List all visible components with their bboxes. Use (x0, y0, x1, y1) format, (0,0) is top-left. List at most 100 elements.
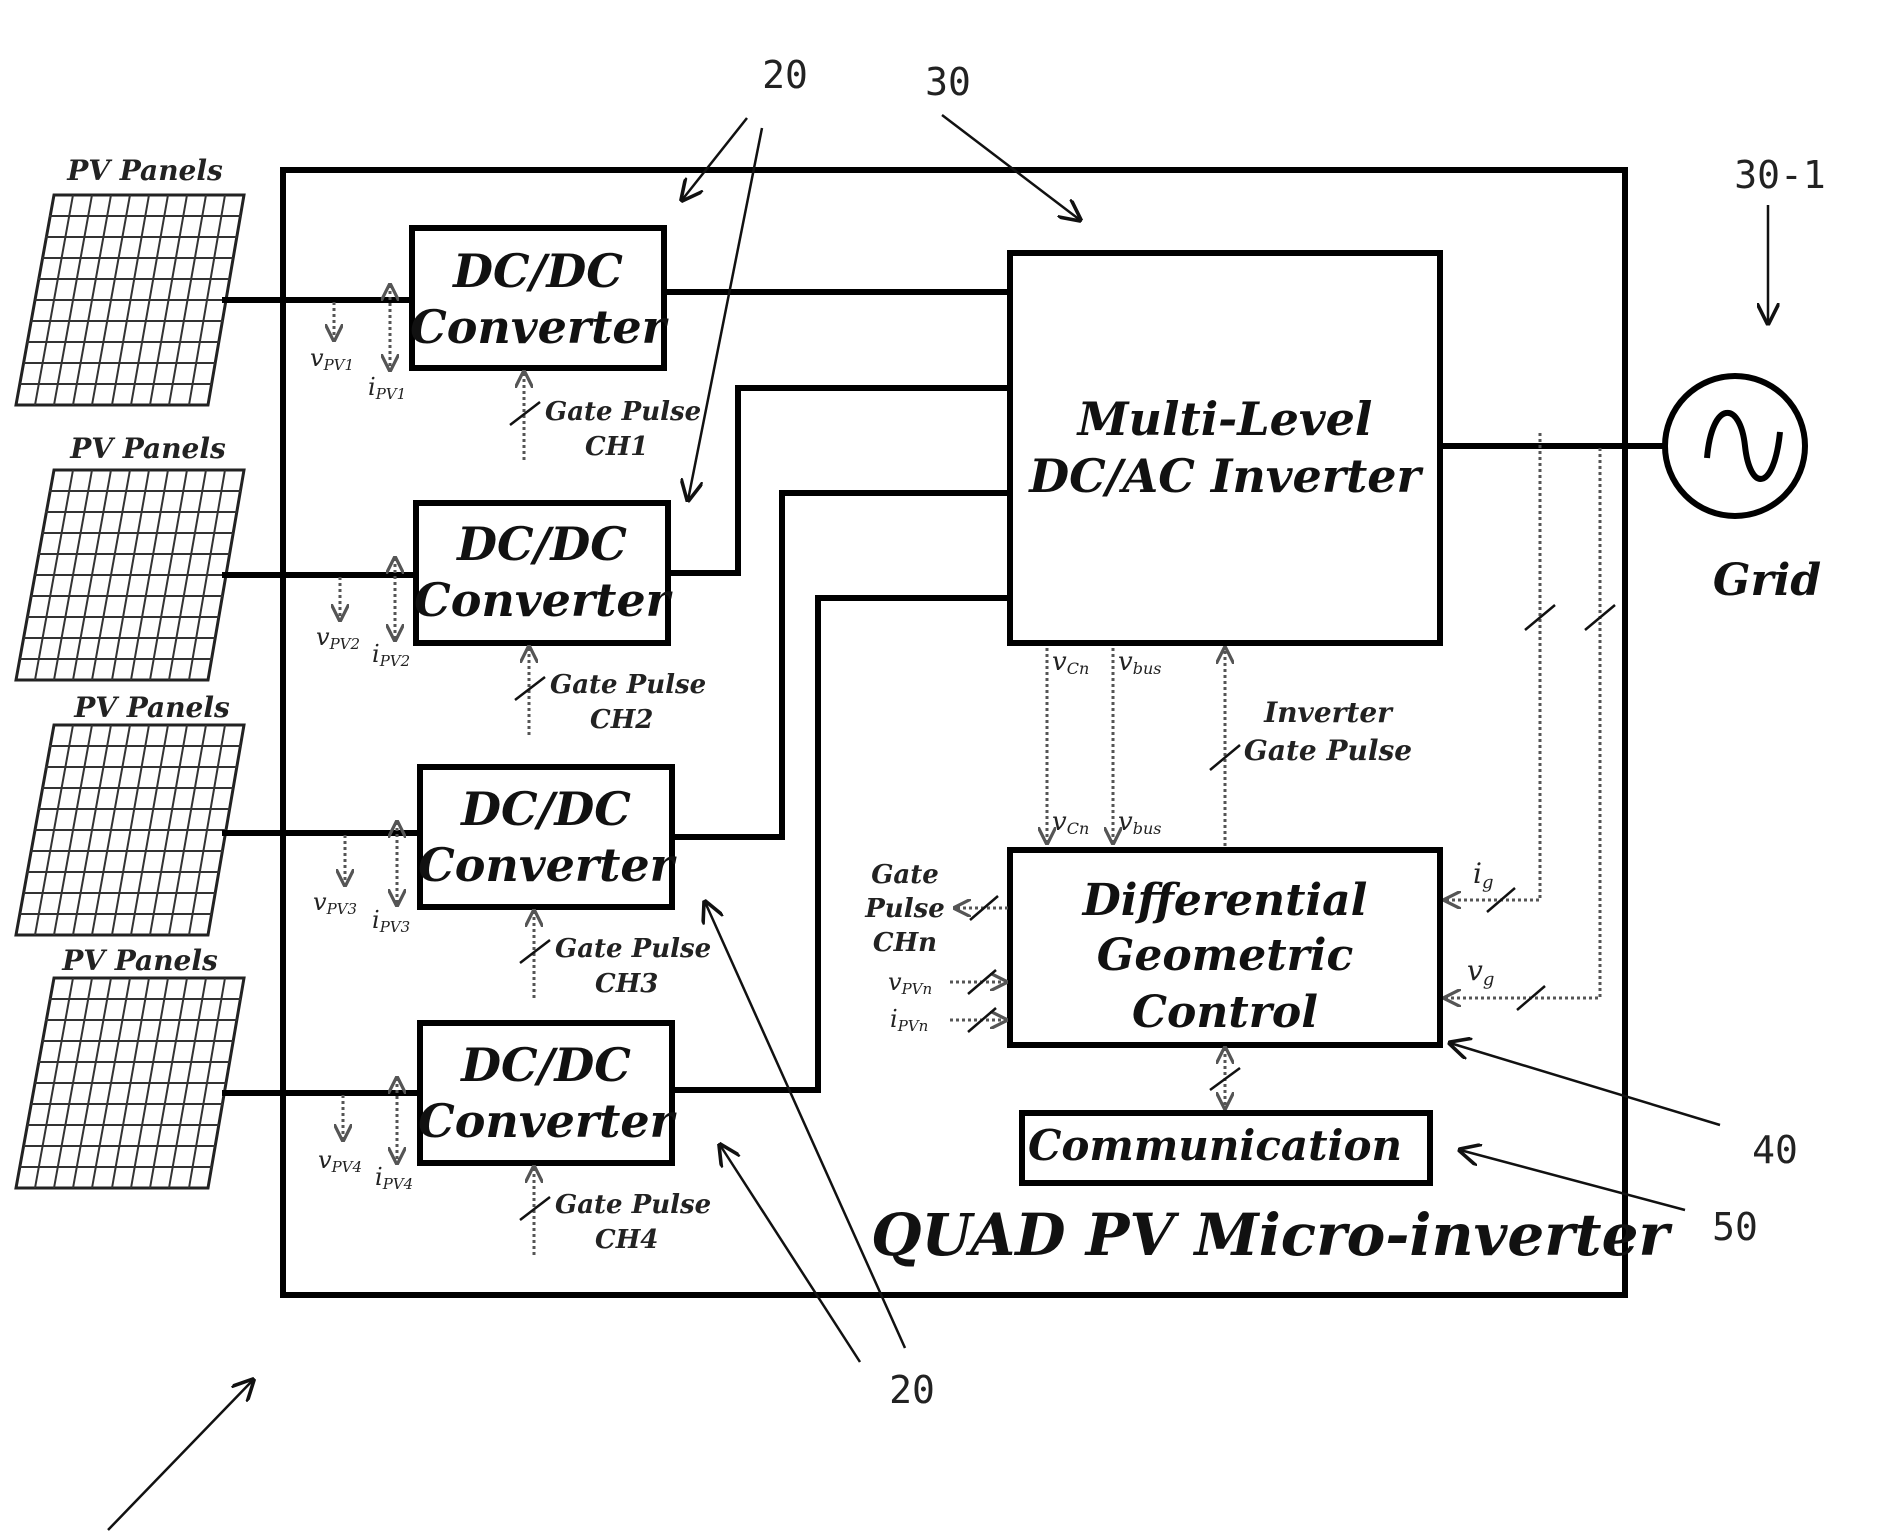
ref-40: 40 (1752, 1128, 1798, 1172)
gate-pulse-ch4-channel: CH4 (595, 1225, 658, 1255)
dcdc-converter-2: DC/DC Converter (414, 503, 673, 643)
panel-grid-lines (20, 195, 241, 405)
svg-text:Converter: Converter (414, 573, 673, 627)
svg-text:vPV1: vPV1 (310, 344, 354, 374)
svg-text:Differential: Differential (1081, 875, 1368, 926)
svg-text:vPV3: vPV3 (313, 888, 357, 918)
gate-chn-label-1: Gate (871, 860, 939, 890)
ipv2-label: iPV2 (372, 640, 410, 670)
svg-text:DC/AC Inverter: DC/AC Inverter (1027, 449, 1424, 503)
gate-pulse-ch3-arrow (520, 911, 550, 998)
system-pointer-arrow (108, 1380, 253, 1530)
svg-text:Control: Control (1132, 987, 1318, 1038)
inverter-gate-label-1: Inverter (1263, 696, 1394, 729)
grid-label: Grid (1713, 555, 1821, 606)
ipv3-label: iPV3 (372, 906, 410, 936)
vpv4-label: vPV4 (318, 1146, 362, 1176)
gate-pulse-ch1-label: Gate Pulse (545, 397, 701, 427)
svg-text:Geometric: Geometric (1097, 930, 1354, 981)
grid-source (1665, 376, 1805, 516)
svg-text:iPV1: iPV1 (368, 373, 406, 403)
gate-pulse-ch2-arrow (515, 647, 545, 735)
svg-text:iPVn: iPVn (890, 1005, 928, 1035)
panel-grid-lines (20, 470, 241, 680)
svg-text:Multi-Level: Multi-Level (1076, 392, 1373, 446)
ipvn-label: iPVn (890, 1005, 928, 1035)
svg-text:DC/DC: DC/DC (455, 517, 627, 571)
vpvn-input-line (950, 970, 1006, 994)
svg-text:iPV3: iPV3 (372, 906, 410, 936)
pv-panel-1 (16, 195, 244, 405)
pv-panels-label-3: PV Panels (73, 691, 230, 724)
ref-30-1: 30-1 (1734, 153, 1826, 197)
ref-20-bottom-arrow-b (720, 1145, 860, 1362)
vpv2-label: vPV2 (316, 623, 360, 653)
svg-text:Converter: Converter (418, 1094, 677, 1148)
pv-panel-4 (16, 978, 244, 1188)
ref-20-top-arrow-b (688, 128, 762, 500)
vpvn-label: vPVn (888, 968, 932, 998)
vpv1-label: vPV1 (310, 344, 354, 374)
svg-text:Communication: Communication (1028, 1121, 1402, 1170)
pv-panel-3 (16, 725, 244, 935)
pv-panels-label-1: PV Panels (66, 154, 223, 187)
gate-pulse-ch3-channel: CH3 (595, 969, 658, 999)
vbus-bottom-label: vbus (1118, 807, 1161, 838)
gate-pulse-ch4-label: Gate Pulse (555, 1190, 711, 1220)
svg-text:DC/DC: DC/DC (451, 244, 623, 298)
ipvn-input-line (950, 1008, 1006, 1032)
vbus-top-label: vbus (1118, 647, 1161, 678)
ref-20-bottom-arrow-a (705, 902, 905, 1348)
dc-link-3 (672, 493, 1010, 837)
gate-chn-label-3: CHn (873, 928, 937, 958)
pv-panel-2 (16, 470, 244, 680)
svg-text:Converter: Converter (410, 300, 669, 354)
ipv4-label: iPV4 (375, 1163, 413, 1193)
svg-text:vbus: vbus (1118, 647, 1161, 678)
svg-text:iPV4: iPV4 (375, 1163, 413, 1193)
ref-20-top: 20 (762, 53, 808, 97)
inverter-gate-pulse-line (1210, 648, 1240, 846)
dcdc-converter-4: DC/DC Converter (418, 1023, 677, 1163)
svg-text:DC/DC: DC/DC (459, 782, 631, 836)
communication-block: Communication (1022, 1113, 1430, 1183)
ig-label: ig (1473, 857, 1494, 893)
ipv1-label: iPV1 (368, 373, 406, 403)
svg-text:vPV2: vPV2 (316, 623, 360, 653)
dc-link-2 (668, 388, 1010, 573)
pv-panels-label-2: PV Panels (69, 432, 226, 465)
svg-text:vg: vg (1467, 954, 1494, 990)
svg-text:vCn: vCn (1052, 807, 1089, 838)
enclosure-title: QUAD PV Micro-inverter (871, 1201, 1674, 1269)
ref-50: 50 (1712, 1205, 1758, 1249)
dcdc-converter-1: DC/DC Converter (410, 228, 669, 368)
ref-40-arrow (1450, 1043, 1720, 1125)
svg-text:vPV4: vPV4 (318, 1146, 362, 1176)
ref-20-bottom: 20 (889, 1368, 935, 1412)
multilevel-dcac-inverter: Multi-Level DC/AC Inverter (1010, 253, 1440, 643)
control-comm-link (1210, 1048, 1240, 1108)
panel-grid-lines (20, 978, 241, 1188)
svg-text:vbus: vbus (1118, 807, 1161, 838)
gate-pulse-ch2-channel: CH2 (590, 705, 653, 735)
panel-grid-lines (20, 725, 241, 935)
inverter-gate-label-2: Gate Pulse (1244, 734, 1412, 767)
gate-pulse-ch2-label: Gate Pulse (550, 670, 706, 700)
sense-arrows-ch2 (340, 558, 395, 640)
ig-sense-line (1445, 433, 1555, 912)
gate-chn-label-2: Pulse (864, 894, 945, 924)
svg-text:DC/DC: DC/DC (459, 1038, 631, 1092)
differential-geometric-control: Differential Geometric Control (1010, 850, 1440, 1045)
vg-label: vg (1467, 954, 1494, 990)
svg-text:ig: ig (1473, 857, 1494, 893)
vg-sense-line (1445, 448, 1615, 1010)
gate-pulse-ch1-channel: CH1 (585, 432, 648, 462)
vcn-top-label: vCn (1052, 647, 1089, 678)
gate-pulse-chn-line (955, 896, 1008, 920)
gate-pulse-ch4-arrow (520, 1167, 550, 1255)
vpv3-label: vPV3 (313, 888, 357, 918)
svg-text:Converter: Converter (418, 838, 677, 892)
gate-pulse-ch3-label: Gate Pulse (555, 934, 711, 964)
vcn-bottom-label: vCn (1052, 807, 1089, 838)
